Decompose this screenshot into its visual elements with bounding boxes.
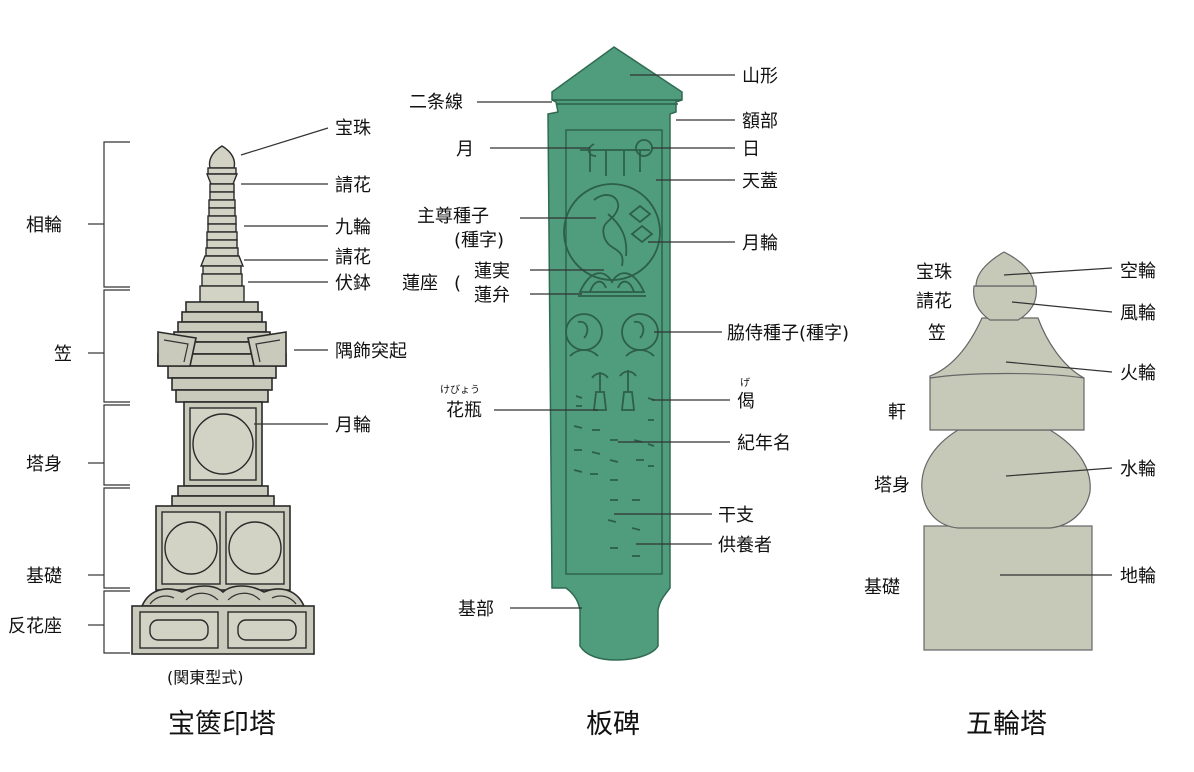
itabi-figure: 山形 二条線 額部 月 日 天蓋 主尊種子 (種字) 月輪 蓮座 ( 蓮実 蓮弁… [402,46,849,740]
itabi-label-tengai: 天蓋 [742,171,778,192]
itabi-label-kyoji-shuji: 脇侍種子(種字) [727,323,849,344]
itabi-label-kinenmei: 紀年名 [737,433,791,454]
hokyointo-title: 宝篋印塔 [168,709,276,740]
gorinto-label-karin: 火輪 [1120,363,1156,384]
itabi-label-kebyo: 花瓶 [446,400,482,421]
itabi-label-renjitsu: 蓮実 [474,261,510,282]
hokyointo-label-sorin: 相輪 [26,215,62,236]
itabi-label-ge: 偈 [737,391,755,412]
gorinto-kurin-shape [975,251,1035,287]
itabi-title: 板碑 [586,709,640,740]
gorinto-label-kiso: 基礎 [864,577,900,598]
gorinto-label-kasa: 笠 [928,323,946,344]
hokyointo-label-sumikazari: 隅飾突起 [335,341,407,362]
hokyointo-brackets [88,141,130,654]
gorinto-suirin-shape [921,429,1091,529]
gorinto-label-kurin: 空輪 [1120,261,1156,282]
itabi-label-yamagata: 山形 [742,66,778,87]
itabi-label-renza-paren: ( [454,273,461,294]
itabi-label-gakubu: 額部 [742,111,778,132]
hokyointo-label-hoju: 宝珠 [335,118,371,139]
hokyointo-caption: (関東型式) [167,668,244,687]
gorinto-label-chirin: 地輪 [1120,566,1156,587]
itabi-label-kuyosha: 供養者 [718,535,772,556]
gorinto-chirin-shape [923,525,1093,651]
gorinto-fuurin-shape [973,285,1037,321]
gorinto-figure: 宝珠 請花 笠 軒 塔身 基礎 空輪 風輪 火輪 水輪 地輪 五輪塔 [864,251,1156,740]
hokyointo-label-kurin: 九輪 [335,217,371,238]
itabi-ruby-kebyo: けびょう [440,384,480,396]
itabi-label-renben: 蓮弁 [474,285,510,306]
gorinto-label-fuurin: 風輪 [1120,303,1156,324]
gorinto-title: 五輪塔 [966,709,1047,740]
hokyointo-label-kasa: 笠 [54,344,72,365]
itabi-label-hi: 日 [742,139,760,160]
itabi-ruby-ge: げ [740,377,750,389]
hokyointo-label-ukebana-low: 請花 [335,247,371,268]
hokyointo-gatsurin-shape [192,413,254,475]
itabi-label-kibu: 基部 [458,599,494,620]
gorinto-label-toshin: 塔身 [874,475,910,496]
hokyointo-kurin-shape [205,183,239,257]
itabi-label-renza: 蓮座 [402,273,438,294]
itabi-label-shuson-shuji-sub: (種字) [454,230,504,251]
itabi-label-nijosen: 二条線 [409,92,463,113]
hokyointo-fukubachi-shape [199,285,245,303]
hokyointo-label-ukebana-top: 請花 [335,175,371,196]
itabi-label-gatsurin: 月輪 [742,233,778,254]
itabi-label-tsuki: 月 [456,139,474,160]
hokyointo-sumikazari-left [157,331,197,367]
hokyointo-ukebana-low-shape [199,255,245,267]
gorinto-label-hoju: 宝珠 [916,262,952,283]
hokyointo-kiso-shape [155,485,291,591]
gorinto-label-noki: 軒 [888,402,906,423]
hokyointo-hoju-shape [208,145,236,169]
hokyointo-label-toshin: 塔身 [26,454,62,475]
hokyointo-label-kiso: 基礎 [26,566,62,587]
hokyointo-figure: 相輪 笠 塔身 基礎 反花座 宝珠 請花 九輪 請花 伏鉢 隅飾突起 月輪 (関… [8,118,407,740]
itabi-label-shuson-shuji: 主尊種子 [417,206,489,227]
hokyointo-kaeribanaza-shape [131,585,315,655]
hokyointo-ukebana-top-shape [207,167,237,175]
hokyointo-label-kaeribanaza: 反花座 [8,616,62,637]
itabi-label-eto: 干支 [718,505,754,526]
gorinto-label-ukebana: 請花 [916,291,952,312]
hokyointo-label-fukubachi: 伏鉢 [335,273,371,294]
hokyointo-label-gatsurin: 月輪 [335,415,371,436]
itabi-inscription-marks [573,395,655,557]
hokyointo-sumikazari-right [247,331,287,367]
gorinto-label-suirin: 水輪 [1120,459,1156,480]
